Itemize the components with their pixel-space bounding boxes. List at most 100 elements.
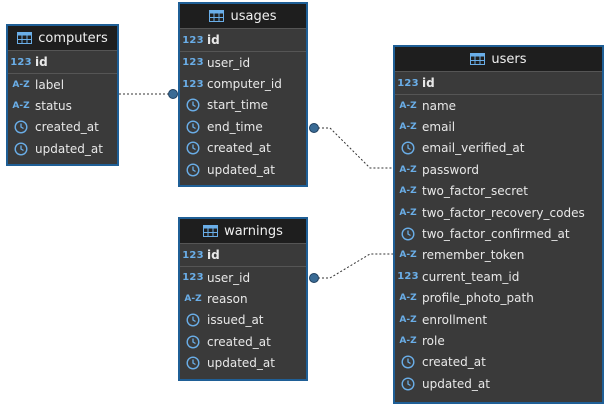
column-row[interactable]: updated_at xyxy=(8,138,117,159)
number-type-icon: 123 xyxy=(182,79,203,90)
link-end-marker xyxy=(309,273,319,283)
column-row[interactable]: end_time xyxy=(180,116,306,137)
text-type-glyph: A-Z xyxy=(399,164,417,175)
column-name: created_at xyxy=(207,141,271,156)
column-row[interactable]: email_verified_at xyxy=(395,138,602,159)
column-name: status xyxy=(35,99,72,114)
number-type-icon: 123 xyxy=(397,78,418,89)
table-header[interactable]: computers xyxy=(8,26,117,51)
text-type-icon: A-Z xyxy=(12,101,30,111)
column-row[interactable]: created_at xyxy=(180,138,306,159)
text-type-icon: A-Z xyxy=(399,122,417,132)
column-row[interactable]: 123 computer_id xyxy=(180,73,306,94)
column-name: user_id xyxy=(207,270,251,285)
text-type-icon: A-Z xyxy=(399,101,417,111)
column-name: created_at xyxy=(35,120,99,135)
column-name: current_team_id xyxy=(422,269,520,284)
table-title: computers xyxy=(38,30,108,46)
column-name: id xyxy=(207,33,220,47)
text-type-glyph: A-Z xyxy=(399,314,417,325)
column-row[interactable]: updated_at xyxy=(395,373,602,394)
column-name: remember_token xyxy=(422,248,525,263)
number-type-icon: 123 xyxy=(182,34,204,46)
table-title: usages xyxy=(230,8,277,24)
column-row[interactable]: 123 current_team_id xyxy=(395,266,602,287)
text-type-icon: A-Z xyxy=(399,165,417,175)
column-name: end_time xyxy=(207,119,263,134)
clock-icon xyxy=(184,335,202,349)
text-type-icon: A-Z xyxy=(399,315,417,325)
column-row[interactable]: A-Z status xyxy=(8,95,117,116)
clock-icon xyxy=(399,227,417,241)
number-type-glyph: 123 xyxy=(182,272,204,284)
column-row[interactable]: A-Z remember_token xyxy=(395,245,602,266)
column-name: created_at xyxy=(422,355,486,370)
table-icon xyxy=(209,10,225,22)
number-type-icon: 123 xyxy=(397,271,418,282)
text-type-icon: A-Z xyxy=(399,186,417,196)
clock-icon xyxy=(184,141,202,155)
text-type-glyph: A-Z xyxy=(399,250,417,261)
clock-icon xyxy=(399,377,417,391)
clock-icon xyxy=(399,355,417,369)
column-name: name xyxy=(422,98,457,113)
column-row[interactable]: created_at xyxy=(180,331,306,352)
column-name: computer_id xyxy=(207,77,282,92)
column-name: id xyxy=(422,76,435,90)
column-row[interactable]: issued_at xyxy=(180,310,306,331)
number-type-icon: 123 xyxy=(10,57,31,68)
column-name: updated_at xyxy=(35,141,103,156)
table-header[interactable]: users xyxy=(395,47,602,72)
table-icon xyxy=(17,32,33,44)
column-row[interactable]: A-Z name xyxy=(395,95,602,116)
column-name: two_factor_secret xyxy=(422,184,529,199)
number-type-glyph: 123 xyxy=(182,249,204,261)
number-type-icon: 123 xyxy=(182,57,203,68)
column-name: two_factor_recovery_codes xyxy=(422,205,585,220)
column-name: updated_at xyxy=(207,356,275,371)
column-name: two_factor_confirmed_at xyxy=(422,227,570,242)
clock-icon xyxy=(184,356,202,370)
column-row[interactable]: two_factor_confirmed_at xyxy=(395,223,602,244)
column-row[interactable]: created_at xyxy=(8,117,117,138)
column-name: email_verified_at xyxy=(422,141,525,156)
column-name: issued_at xyxy=(207,313,264,328)
primary-key-column[interactable]: 123 id xyxy=(395,72,602,95)
table-header[interactable]: usages xyxy=(180,4,306,29)
number-type-icon: 123 xyxy=(182,249,204,261)
column-row[interactable]: A-Z password xyxy=(395,159,602,180)
clock-icon xyxy=(184,163,202,177)
table-icon xyxy=(470,53,486,65)
column-row[interactable]: A-Z two_factor_secret xyxy=(395,181,602,202)
column-row[interactable]: created_at xyxy=(395,352,602,373)
column-name: email xyxy=(422,120,456,135)
column-row[interactable]: start_time xyxy=(180,95,306,116)
clock-icon xyxy=(12,120,30,134)
text-type-glyph: A-Z xyxy=(399,122,417,133)
table-header[interactable]: warnings xyxy=(180,219,306,244)
column-name: reason xyxy=(207,292,248,307)
column-row[interactable]: 123 user_id xyxy=(180,52,306,73)
column-name: password xyxy=(422,162,479,177)
column-row[interactable]: A-Z email xyxy=(395,116,602,137)
number-type-glyph: 123 xyxy=(182,34,204,46)
link-end-marker xyxy=(309,123,319,133)
column-row[interactable]: updated_at xyxy=(180,353,306,374)
column-name: user_id xyxy=(207,55,251,70)
column-row[interactable]: updated_at xyxy=(180,159,306,180)
